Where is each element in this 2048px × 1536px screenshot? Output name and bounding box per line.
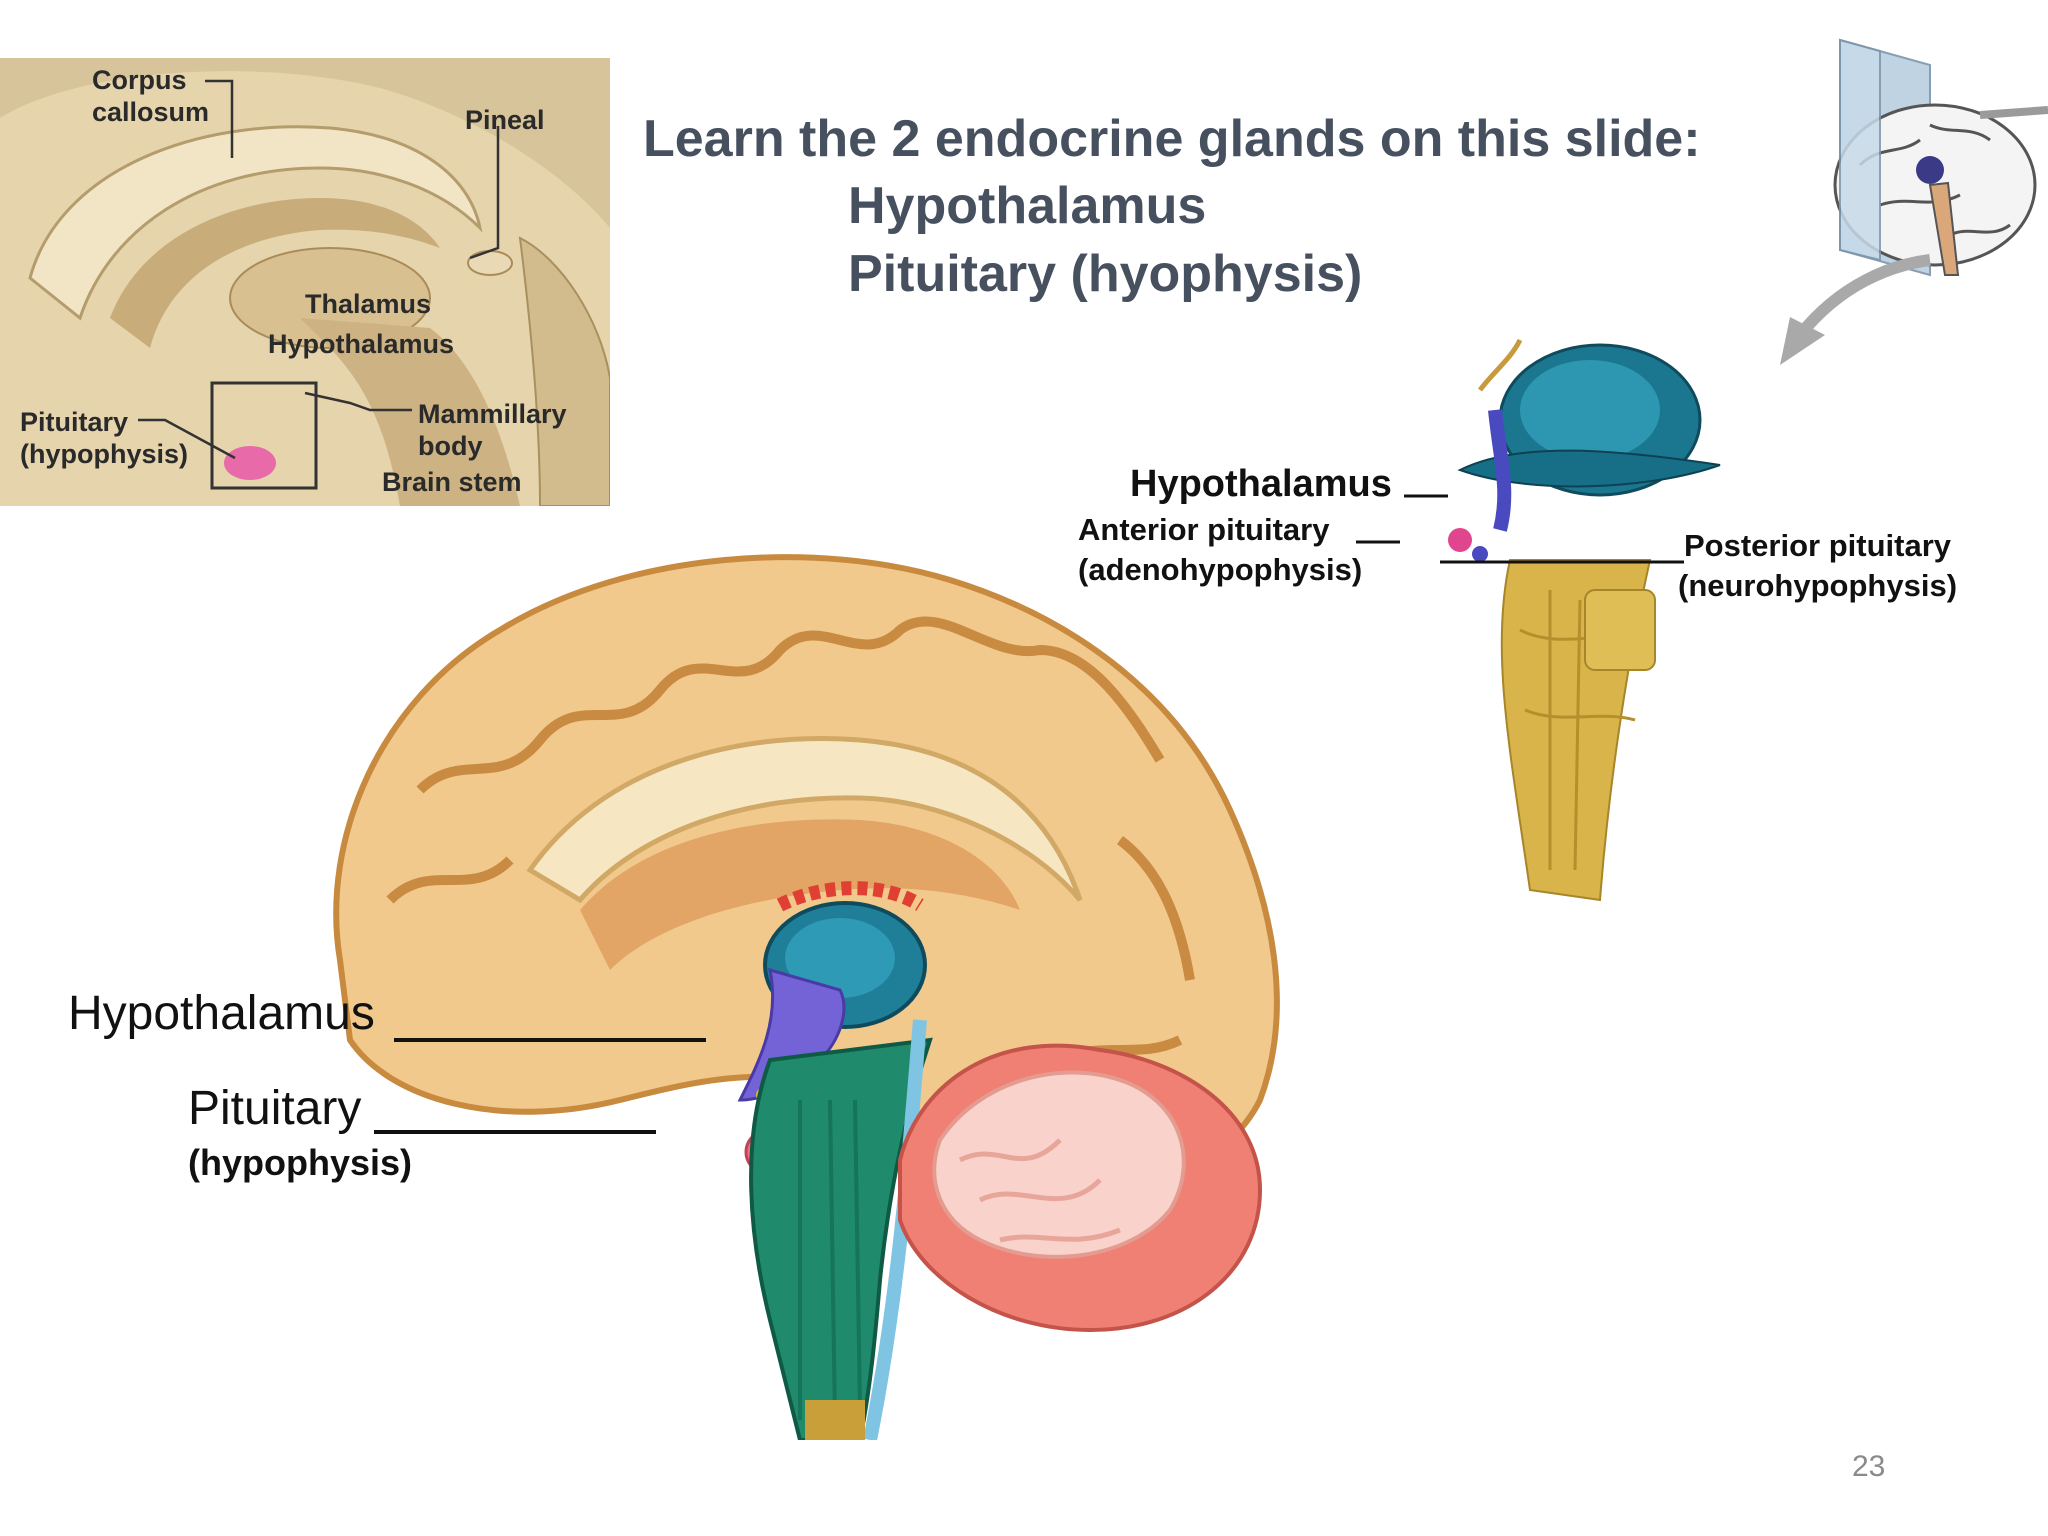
main-label-hypothalamus: Hypothalamus [68, 987, 375, 1040]
main-brain-image [333, 554, 1280, 1440]
page-number: 23 [1852, 1450, 1886, 1483]
brainstem-label-posterior-2: (neurohypophysis) [1678, 568, 1958, 603]
inset-label-thalamus: Thalamus [305, 289, 432, 319]
brainstem-leader-hypothalamus [1404, 494, 1448, 498]
main-label-pituitary-sub: (hypophysis) [188, 1142, 413, 1183]
brainstem-label-anterior-2: (adenohypophysis) [1078, 552, 1363, 587]
brainstem-image [1448, 338, 1721, 902]
slide-title-line2: Hypothalamus [848, 177, 1207, 235]
inset-label-mammillary-2: body [418, 431, 483, 461]
inset-label-brain-stem: Brain stem [382, 467, 522, 497]
inset-label-corpus-callosum-2: callosum [92, 97, 210, 127]
slide-title-line3: Pituitary (hyophysis) [848, 245, 1363, 303]
inset-label-pituitary-2: (hypophysis) [20, 439, 189, 469]
brainstem-label-anterior-1: Anterior pituitary [1078, 512, 1330, 547]
brainstem-label-posterior-1: Posterior pituitary [1684, 528, 1951, 563]
inset-label-corpus-callosum-1: Corpus [92, 65, 187, 95]
sectioned-brain-icon [1780, 38, 2048, 365]
inset-label-pineal: Pineal [465, 105, 545, 135]
brainstem-leader-anterior [1356, 540, 1400, 544]
slide-title-line1: Learn the 2 endocrine glands on this sli… [643, 110, 1701, 168]
main-label-pituitary: Pituitary [188, 1082, 362, 1135]
inset-label-hypothalamus: Hypothalamus [268, 329, 455, 359]
main-leader-hypothalamus [394, 1038, 706, 1042]
inset-brain-image [0, 58, 610, 506]
brainstem-leader-posterior [1440, 560, 1684, 564]
main-leader-pituitary [374, 1130, 656, 1134]
brainstem-label-hypothalamus: Hypothalamus [1130, 463, 1392, 505]
inset-label-mammillary-1: Mammillary [418, 399, 567, 429]
inset-label-pituitary-1: Pituitary [20, 407, 129, 437]
